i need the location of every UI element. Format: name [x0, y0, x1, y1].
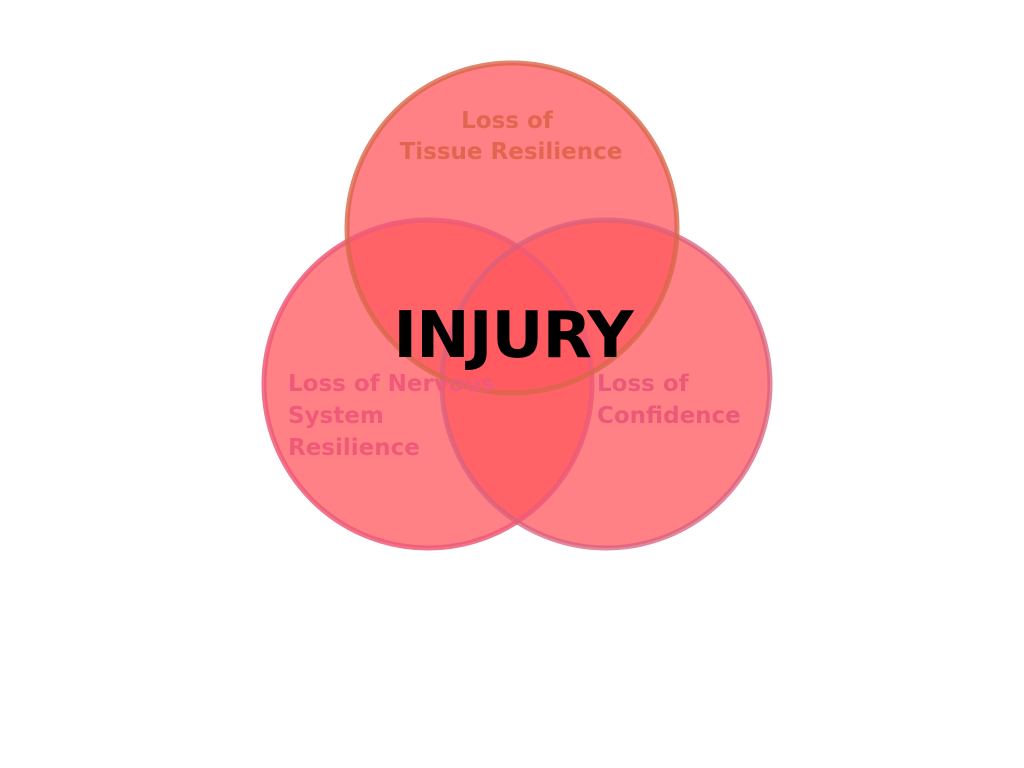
top-circle-label: Loss of Tissue Resilience — [400, 108, 623, 165]
circle-top-shape — [347, 63, 677, 393]
right-circle-label: Loss of Confidence — [597, 371, 741, 429]
left-circle-label-line-2: System — [288, 403, 384, 429]
center-label: INJURY — [393, 299, 634, 373]
right-circle-label-line-1: Loss of — [597, 371, 690, 397]
circle-top-outline — [344, 60, 680, 396]
right-circle-label-line-2: Confidence — [597, 403, 741, 429]
left-circle-label-line-1: Loss of Nervous — [288, 371, 495, 397]
circle-left-outline — [261, 217, 595, 551]
left-circle-label-line-3: Resilience — [288, 435, 420, 461]
top-circle-label-line-2: Tissue Resilience — [400, 139, 623, 165]
top-circle-label-line-1: Loss of — [461, 108, 554, 134]
circle-top — [347, 63, 677, 393]
left-circle-label: Loss of Nervous System Resilience — [288, 371, 503, 461]
circle-right-outline — [439, 217, 773, 551]
